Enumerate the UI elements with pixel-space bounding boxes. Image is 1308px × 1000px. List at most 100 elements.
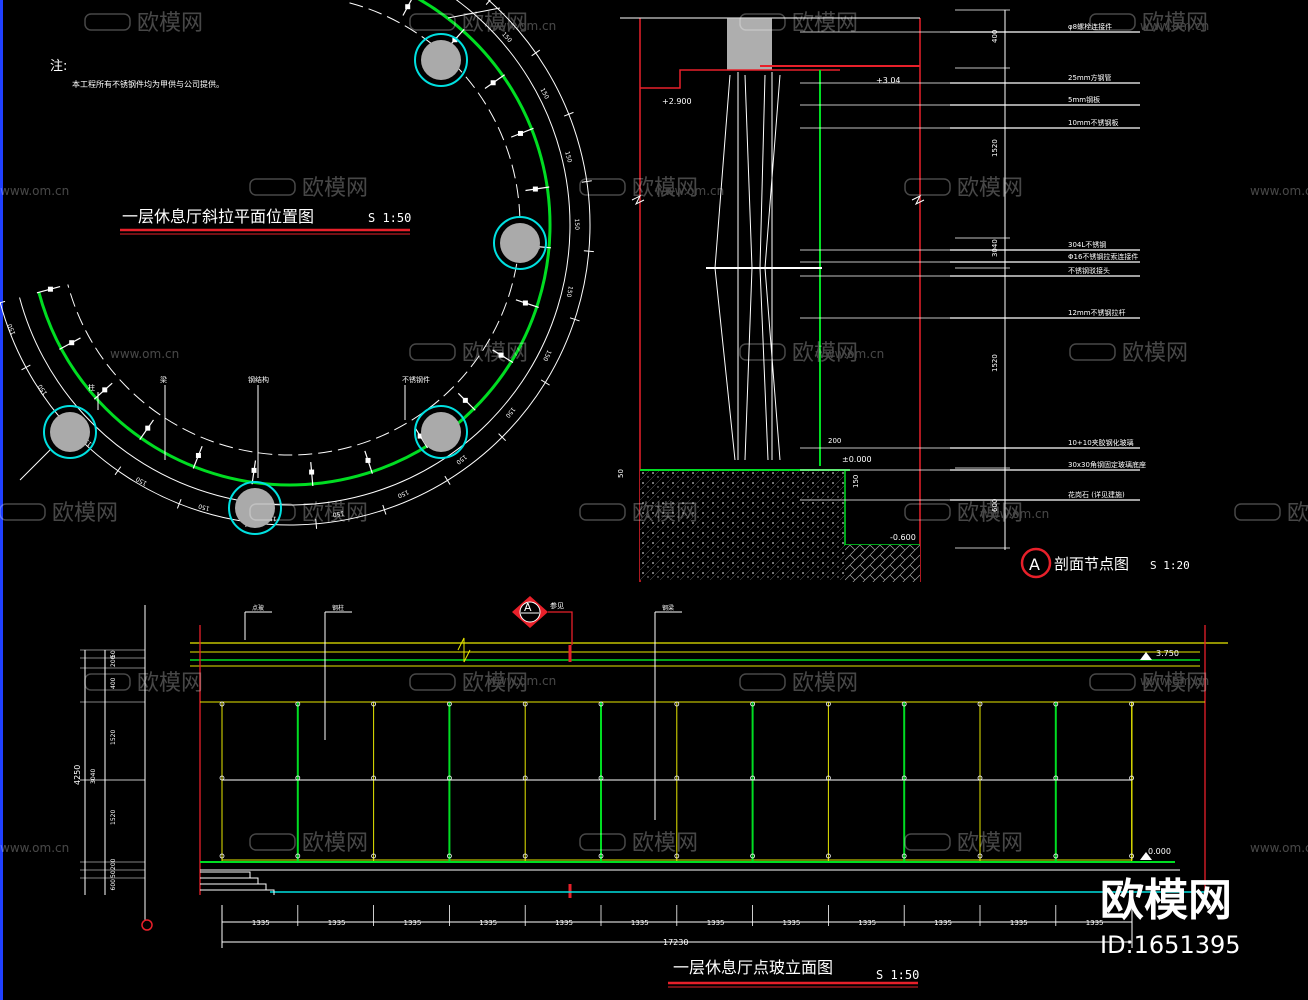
elevation-marker-note: 参见	[550, 601, 564, 610]
watermark-logo-icon	[1089, 13, 1136, 31]
plan-connector	[517, 130, 523, 136]
plan-connector	[522, 300, 528, 306]
plan-connector	[405, 4, 411, 10]
plan-dim-tick	[315, 518, 318, 529]
watermark-brand: 欧模网	[957, 831, 1023, 856]
plan-column-core	[500, 223, 540, 263]
plan-dim-tick	[114, 466, 122, 476]
elevation-bottom-dim-label: 1335	[783, 919, 801, 927]
elevation-bottom-dim-label: 1335	[404, 919, 422, 927]
watermark-corner: 欧模网 ID:1651395	[1100, 875, 1241, 959]
section-callout-label: φ8螺栓连接件	[1068, 22, 1112, 31]
plan-dim-tick	[0, 300, 6, 304]
watermark-brand: 欧模网	[52, 501, 118, 526]
watermark-brand: 欧模网	[302, 501, 368, 526]
watermark-url: www.om.cn	[0, 841, 69, 855]
plan-dim-label: 150	[37, 383, 49, 397]
plan-dim-label: 150	[565, 285, 574, 298]
plan-column-ring	[414, 405, 468, 459]
elevation-left-dim-label: 1520	[110, 810, 117, 825]
curved-plan-view: 1501501501501501501501501501501501501501…	[0, 0, 594, 535]
watermark-url: www.om.cn	[980, 507, 1049, 521]
watermark-logo-icon	[579, 178, 626, 196]
watermark-logo-icon	[579, 833, 626, 851]
elevation-spider-fitting	[219, 701, 225, 707]
plan-callout-4: 不锈钢件	[402, 375, 430, 384]
plan-callout-3: 钢结构	[248, 375, 269, 384]
section-vdim-label: 150	[852, 475, 860, 488]
plan-connector	[365, 457, 371, 463]
elevation-spider-fitting	[977, 853, 983, 859]
elevation-spider-fitting	[977, 701, 983, 707]
elevation-level-bottom: 0.000	[1148, 847, 1171, 856]
elevation-bottom-dim-label: 1335	[555, 919, 573, 927]
elevation-spider-fitting	[1129, 701, 1134, 707]
watermark-brand: 欧模网	[462, 671, 528, 696]
watermark-url: www.om.cn	[815, 347, 884, 361]
elevation-scale: S 1:50	[876, 968, 919, 982]
elevation-spider-fitting	[1053, 701, 1059, 707]
watermark-logo-icon	[739, 13, 786, 31]
section-level-1: +2.900	[662, 97, 692, 106]
watermark-logo-icon	[0, 503, 46, 521]
section-top-concrete	[727, 18, 772, 70]
watermark-logo-icon	[84, 673, 131, 691]
plan-column-core	[421, 40, 461, 80]
plan-dimension-labels: 1501501501501501501501501501501501501501…	[7, 31, 581, 522]
elevation-callouts	[244, 611, 682, 820]
plan-column-ring	[43, 405, 97, 459]
section-cable-truss	[706, 72, 822, 461]
elevation-bottom-dim-label: 1335	[707, 919, 725, 927]
elevation-spider-fitting	[750, 853, 755, 859]
watermark-logo-icon	[904, 833, 951, 851]
watermark-url: www.om.cn	[487, 19, 556, 33]
plan-connector	[532, 186, 538, 192]
section-vdim-label: 600	[991, 499, 999, 512]
watermark-brand: 欧模网	[957, 176, 1023, 201]
watermark-brand: 欧模网	[462, 11, 528, 36]
watermark-brand: 欧模网	[302, 831, 368, 856]
watermark-layer: 欧模网欧模网欧模网欧模网欧模网欧模网欧模网欧模网欧模网欧模网欧模网欧模网欧模网欧…	[0, 11, 1308, 856]
section-callout-label: 30x30角钢固定玻璃底座	[1068, 460, 1146, 469]
plan-connector	[47, 286, 53, 292]
elevation-spider-fitting	[1129, 853, 1134, 859]
plan-callout-1: 柱	[88, 383, 95, 392]
elevation-left-dim-label: 600	[110, 879, 117, 891]
section-hdim-label: 200	[828, 437, 841, 445]
plan-dim-tick	[569, 317, 580, 322]
watermark-url: www.om.cn	[655, 184, 724, 198]
plan-dim-label: 150	[455, 453, 468, 466]
plan-dim-tick	[583, 250, 594, 253]
watermark-url: www.om.cn	[0, 184, 69, 198]
plan-title: 一层休息厅斜拉平面位置图	[122, 207, 314, 226]
elevation-spider-fitting	[371, 853, 377, 859]
watermark-brand: 欧模网	[632, 831, 698, 856]
elevation-bottom-dim-label: 1335	[858, 919, 876, 927]
elevation-spider-fitting	[446, 701, 452, 707]
plan-dim-tick	[444, 475, 451, 485]
elevation-left-total: 4250	[73, 765, 82, 785]
section-marker-circle	[1020, 547, 1052, 579]
plan-dim-tick	[21, 364, 31, 371]
section-callout-label: 10mm不锈钢板	[1068, 118, 1119, 127]
elevation-spider-fitting	[446, 853, 452, 859]
watermark-url: www.om.cn	[1250, 841, 1308, 855]
watermark-url: www.om.cn	[487, 674, 556, 688]
plan-connector	[452, 37, 458, 43]
plan-connector	[251, 467, 257, 473]
plan-dim-tick	[540, 379, 550, 386]
elevation-total-dim: 17230	[663, 938, 688, 947]
elevation-left-dim-label: 50	[110, 650, 117, 658]
plan-column-core	[235, 488, 275, 528]
plan-dim-label: 150	[332, 509, 345, 518]
watermark-brand: 欧模网	[792, 11, 858, 36]
plan-scale: S 1:50	[368, 211, 411, 225]
elevation-left-dim-label: 200	[110, 858, 117, 870]
plan-dim-label: 150	[538, 87, 550, 101]
elevation-left-dim-label: 3040	[90, 769, 97, 784]
section-leader-lines: φ8螺栓连接件25mm方钢管5mm钢板10mm不锈钢板304L不锈钢Φ16不锈钢…	[800, 22, 1146, 501]
plan-dim-tick	[176, 498, 182, 509]
elevation-bottom-dim-label: 1335	[252, 919, 270, 927]
